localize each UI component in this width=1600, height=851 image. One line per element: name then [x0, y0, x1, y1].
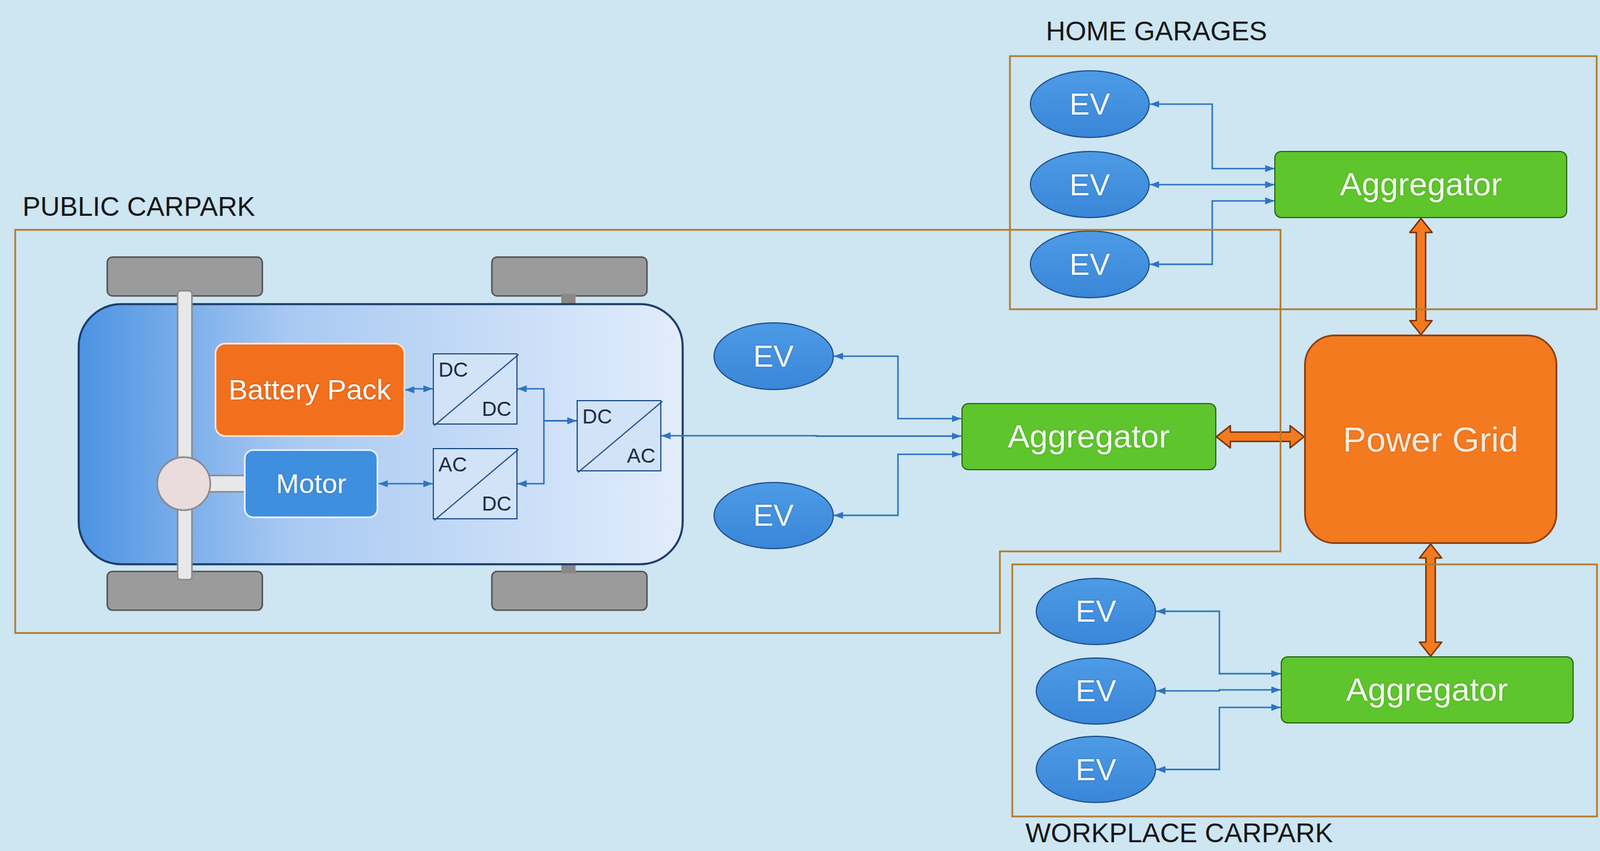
node-label: EV	[1075, 673, 1116, 708]
node-label: Battery Pack	[228, 373, 392, 406]
aggregator-box: Aggregator	[1274, 150, 1568, 219]
region-home: HOME GARAGESEVEVEVAggregator	[1009, 56, 1597, 310]
node-label: Aggregator	[1007, 418, 1170, 455]
converter-label: DC	[481, 492, 512, 514]
ev-ellipse: EV	[1029, 70, 1151, 138]
power-flow-arrow	[1216, 425, 1305, 448]
energy-connector	[1149, 184, 1275, 186]
energy-connector	[1156, 707, 1281, 770]
ev-ellipse: EV	[713, 481, 834, 550]
ev-ellipse: EV	[1029, 230, 1151, 298]
aggregator-box: Aggregator	[1280, 656, 1574, 724]
power-grid-box: Power Grid	[1304, 334, 1558, 544]
converter-label: DC	[582, 405, 613, 427]
car-body	[78, 304, 684, 565]
node-label: Motor	[276, 468, 347, 500]
energy-connector	[833, 356, 962, 419]
wheel	[491, 257, 647, 296]
converter-box: AC DC	[432, 447, 518, 520]
ev-ellipse: EV	[1035, 577, 1157, 646]
ev-ellipse: EV	[1035, 735, 1157, 803]
differential	[157, 457, 211, 511]
converter-diagonal-line	[433, 449, 519, 521]
region-public: PUBLIC CARPARKBattery PackDCDCMotorACDCD…	[15, 229, 1281, 633]
ev-ellipse: EV	[1029, 150, 1151, 219]
node-label: Aggregator	[1339, 166, 1502, 203]
node-label: Aggregator	[1346, 671, 1509, 709]
converter-label: AC	[626, 445, 656, 466]
node-label: EV	[1069, 87, 1110, 122]
wheel	[491, 571, 647, 610]
aggregator-box: Aggregator	[961, 402, 1217, 471]
converter-diagonal-line	[577, 401, 663, 473]
region-border	[1012, 564, 1598, 817]
converter-label: AC	[438, 453, 468, 475]
node-label: EV	[1069, 247, 1110, 282]
battery-pack-box: Battery Pack	[214, 342, 406, 437]
energy-connector	[833, 454, 962, 516]
region-border	[1009, 56, 1597, 310]
region-heading: PUBLIC CARPARK	[22, 192, 255, 220]
ev-ellipse: EV	[713, 322, 834, 390]
energy-connector	[1156, 611, 1281, 674]
energy-connector	[517, 420, 577, 484]
converter-diagonal-line	[433, 354, 519, 426]
energy-connector	[517, 388, 577, 422]
converter-label: DC	[438, 359, 469, 380]
energy-connector	[661, 435, 962, 437]
rear-axle	[177, 290, 192, 580]
energy-connector	[1156, 690, 1281, 692]
region-heading: HOME GARAGES	[1046, 17, 1268, 45]
region-workplace: WORKPLACE CARPARKEVEVEVAggregator	[1012, 564, 1598, 817]
converter-box: DC AC	[576, 400, 662, 472]
converter-box: DC DC	[432, 353, 518, 425]
energy-connector	[378, 483, 433, 485]
power-flow-arrow	[1419, 543, 1442, 657]
power-flow-arrow	[1409, 218, 1433, 335]
node-label: EV	[1075, 594, 1116, 629]
energy-connector	[405, 388, 433, 391]
node-label: EV	[1075, 752, 1116, 787]
energy-connector	[1149, 200, 1275, 264]
node-label: Power Grid	[1342, 419, 1519, 460]
motor-box: Motor	[243, 449, 379, 519]
converter-label: DC	[481, 398, 512, 419]
ev-ellipse: EV	[1035, 657, 1157, 725]
node-label: EV	[1069, 167, 1110, 202]
region-border	[15, 229, 1281, 633]
energy-connector	[1149, 104, 1275, 169]
region-heading: WORKPLACE CARPARK	[1025, 819, 1334, 847]
node-label: EV	[753, 339, 794, 374]
node-label: EV	[753, 498, 794, 533]
